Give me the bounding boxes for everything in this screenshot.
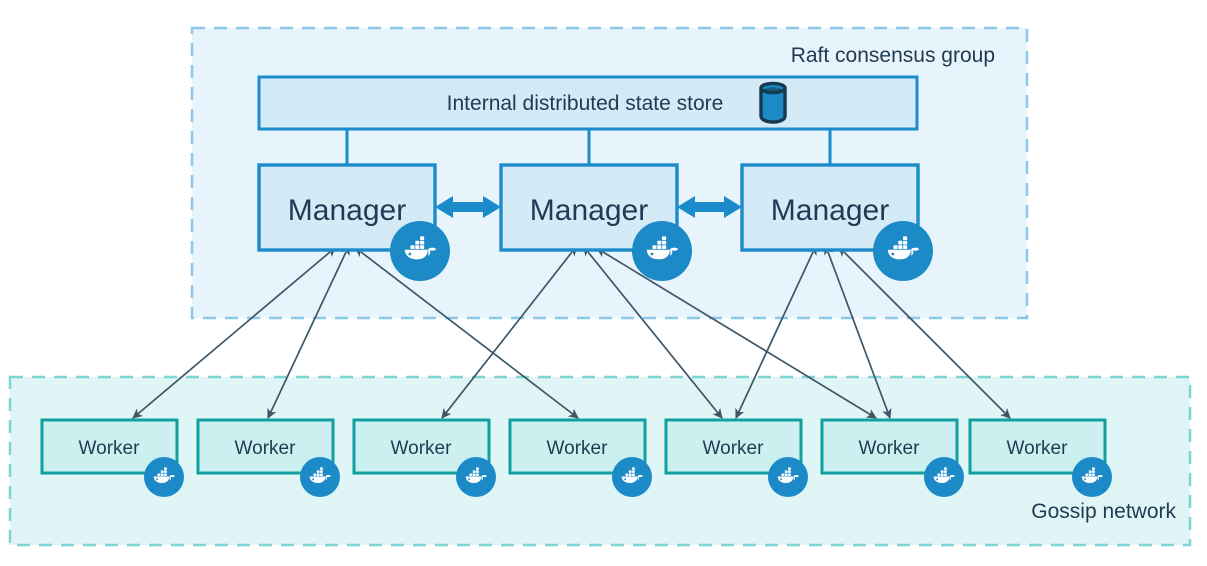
link-m1-w2 [267,244,350,419]
worker-label-5: Worker [703,438,765,459]
manager-worker-links [132,244,1011,419]
manager-node-1[interactable]: Manager [257,163,450,281]
gossip-zone-label: Gossip network [1031,500,1176,523]
state-store-connectors [345,129,832,166]
manager-node-3[interactable]: Manager [740,163,933,281]
worker-node-7[interactable]: Worker [968,418,1112,497]
worker-label-4: Worker [547,438,609,459]
worker-node-6[interactable]: Worker [820,418,964,497]
manager-peer-links [435,196,742,218]
worker-label-3: Worker [391,438,453,459]
worker-label-6: Worker [859,438,921,459]
docker-whale-icon [873,221,933,281]
manager-link-2-3 [677,196,742,218]
docker-whale-icon [144,457,184,497]
link-m2-w3 [441,245,577,419]
link-m3-w5 [735,244,817,419]
docker-whale-icon [1072,457,1112,497]
worker-node-2[interactable]: Worker [196,418,340,497]
docker-whale-icon [456,457,496,497]
worker-label-7: Worker [1007,438,1069,459]
worker-node-1[interactable]: Worker [40,418,184,497]
docker-whale-icon [612,457,652,497]
manager-label-2: Manager [530,194,648,227]
manager-link-1-2 [435,196,501,218]
worker-label-1: Worker [79,438,141,459]
worker-node-5[interactable]: Worker [664,418,808,497]
docker-whale-icon [632,221,692,281]
docker-whale-icon [924,457,964,497]
database-cylinder-icon [759,81,787,124]
docker-whale-icon [390,221,450,281]
manager-node-2[interactable]: Manager [499,163,692,281]
link-m3-w7 [838,246,1011,419]
worker-node-4[interactable]: Worker [508,418,652,497]
manager-label-1: Manager [288,194,406,227]
docker-whale-icon [768,457,808,497]
raft-zone-label: Raft consensus group [791,44,995,67]
state-store-box[interactable] [257,75,919,131]
worker-label-2: Worker [235,438,297,459]
manager-label-3: Manager [771,194,889,227]
worker-node-3[interactable]: Worker [352,418,496,497]
internal-state-store-node[interactable]: Internal distributed state store [257,75,919,131]
state-store-label: Internal distributed state store [447,92,724,115]
docker-whale-icon [300,457,340,497]
